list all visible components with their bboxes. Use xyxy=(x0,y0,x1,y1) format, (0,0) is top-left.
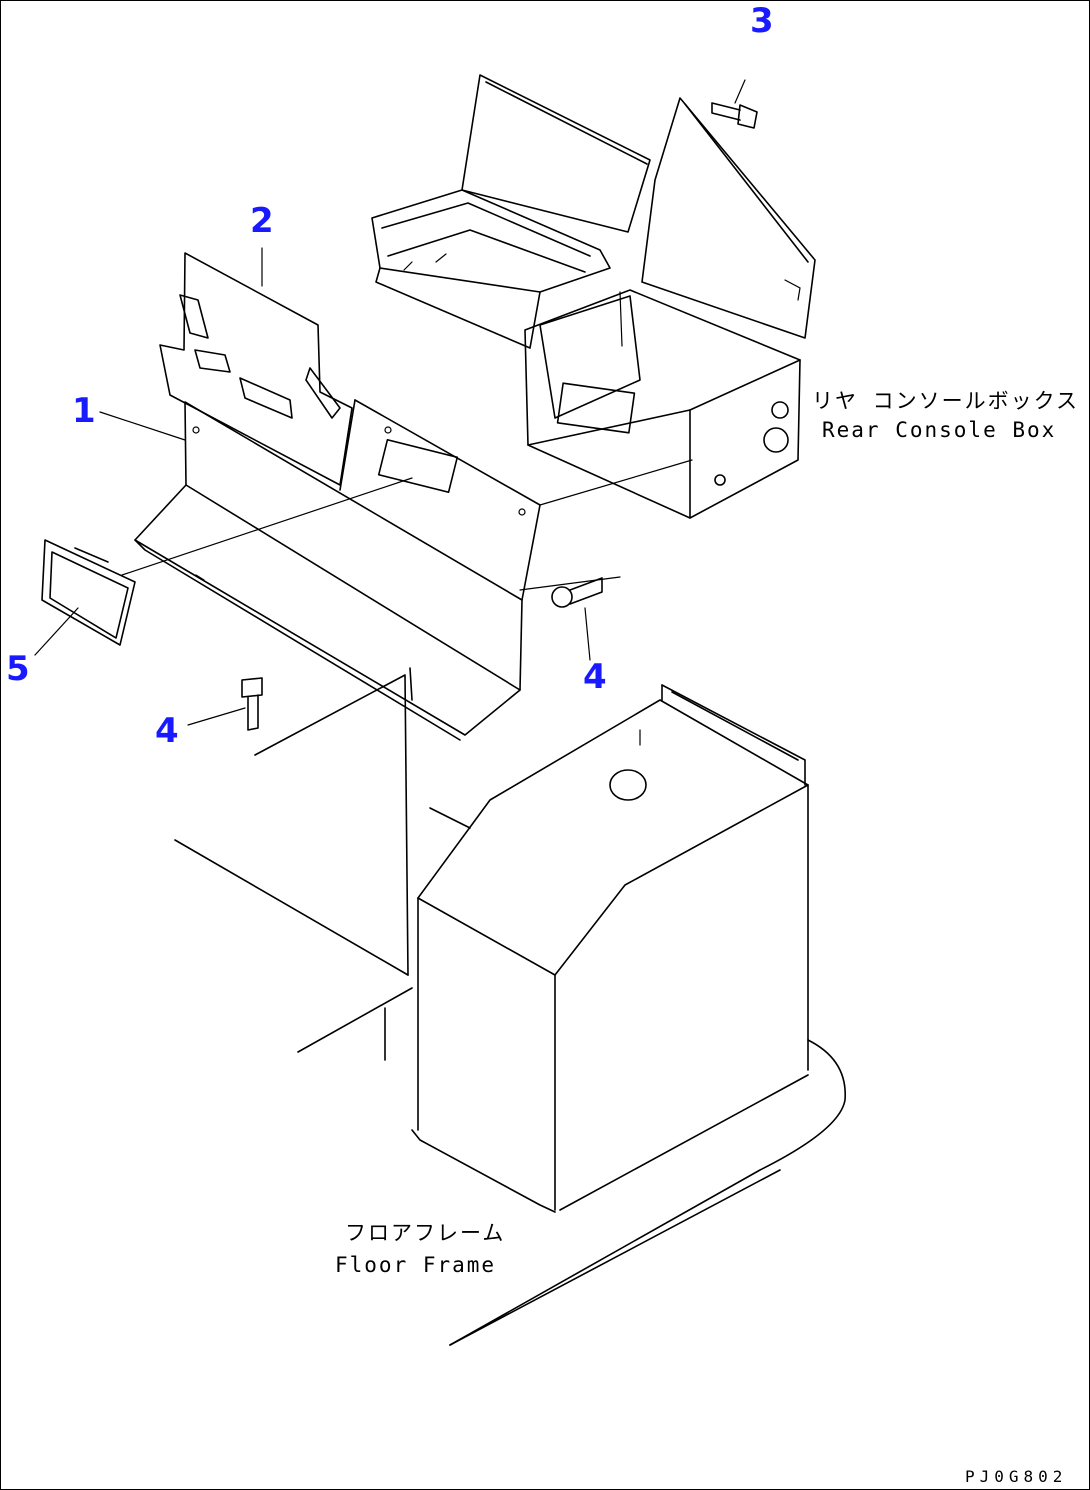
callout-2: 2 xyxy=(250,201,274,241)
callout-4-right: 4 xyxy=(583,657,607,697)
bolt-4-right-icon xyxy=(551,577,603,608)
callout-5: 5 xyxy=(6,649,30,689)
leader-lines xyxy=(34,247,693,726)
rear-console-label-jp: リヤ コンソールボックス xyxy=(812,389,1079,413)
floor-frame-label-jp: フロアフレーム xyxy=(345,1221,505,1245)
floor-frame xyxy=(174,667,846,1346)
rear-console-label-en: Rear Console Box xyxy=(822,418,1056,442)
plate-2 xyxy=(159,252,353,486)
bolt-3-icon xyxy=(711,79,758,129)
callout-4-left: 4 xyxy=(155,711,179,751)
callout-3: 3 xyxy=(750,1,774,41)
callout-1: 1 xyxy=(72,391,96,431)
floor-frame-label-en: Floor Frame xyxy=(335,1253,496,1277)
rear-console-box xyxy=(371,74,816,519)
panel-1 xyxy=(134,399,621,741)
drawing-code: PJ0G802 xyxy=(965,1467,1067,1486)
bolt-4-left-icon xyxy=(241,677,263,731)
lamp-5-icon xyxy=(41,539,136,646)
